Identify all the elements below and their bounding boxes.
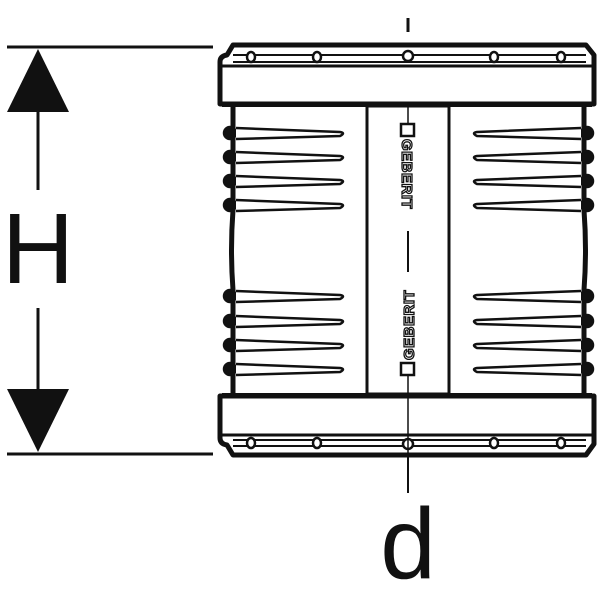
left-ribs <box>222 125 345 377</box>
brand-text-top: GEBERIT <box>398 139 415 209</box>
coupling-body: GEBERIT GEBERIT <box>217 42 597 458</box>
diameter-label: d <box>380 488 436 600</box>
top-cap <box>217 42 597 107</box>
height-dimension: H <box>2 45 213 456</box>
brand-marking-top: GEBERIT <box>397 122 416 210</box>
brand-text-bottom: GEBERIT <box>401 290 418 360</box>
square-marker-top <box>399 122 416 138</box>
right-ribs <box>472 125 595 377</box>
arrow-up-icon <box>7 49 69 112</box>
square-marker-bottom <box>399 361 416 377</box>
brand-marking-bottom: GEBERIT <box>399 289 419 377</box>
bottom-cap <box>217 393 597 458</box>
arrow-down-icon <box>7 389 69 452</box>
height-label: H <box>2 193 74 305</box>
